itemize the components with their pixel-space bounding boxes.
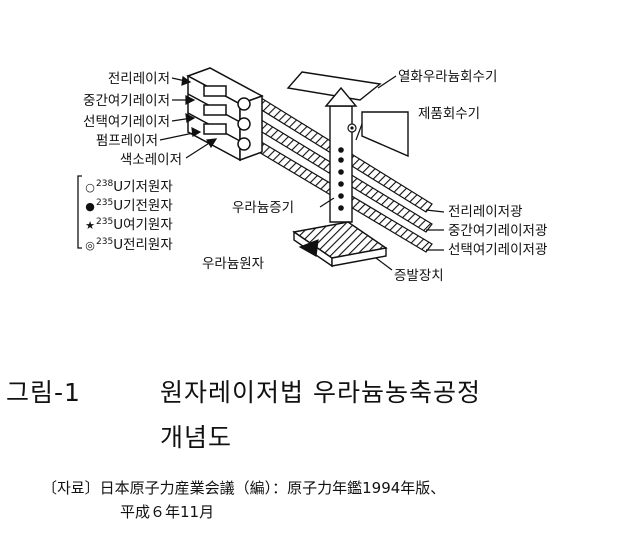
figure-title-continued: 개념도 [160, 423, 233, 452]
label-ionize-beam: 전리레이저광 [448, 204, 523, 220]
label-mid-excitation-beam: 중간여기레이저광 [448, 223, 548, 239]
figure-number: 그림-1 [6, 378, 81, 407]
bullseye-icon: ◎ [85, 239, 95, 252]
legend-item-235u-excited: ★235U여기원자 [85, 217, 173, 233]
label-mid-excitation-laser: 중간여기레이저 [83, 93, 170, 109]
label-dye-laser: 색소레이저 [119, 152, 182, 168]
legend-item-238u-ground: ○238U기저원자 [85, 179, 173, 195]
tail-collector-plate [286, 71, 382, 101]
left-leaders [159, 75, 218, 159]
legend-bracket [77, 175, 82, 249]
label-uranium-atom: 우라늄원자 [202, 256, 265, 272]
label-product-collector: 제품회수기 [418, 106, 481, 122]
label-select-excitation-beam: 선택여기레이저광 [448, 242, 548, 258]
source-citation-date: 平成６年11月 [120, 503, 215, 521]
label-ionize-laser: 전리레이저 [107, 71, 170, 87]
open-circle-icon: ○ [85, 181, 95, 194]
legend-item-235u-ionized: ◎235U전리원자 [85, 237, 173, 253]
vapor-column [324, 86, 358, 223]
figure-title: 원자레이저법 우라늄농축공정 [160, 378, 481, 407]
legend-item-235u-ground: ●235U기전원자 [85, 198, 173, 214]
label-evaporator: 증발장치 [394, 268, 444, 284]
enrichment-process-diagram [77, 67, 445, 271]
label-select-excitation-laser: 선택여기레이저 [83, 114, 170, 130]
laser-housing [186, 67, 264, 162]
label-uranium-vapor: 우라늄증기 [232, 200, 295, 216]
product-collector [361, 111, 409, 158]
right-leaders [298, 197, 445, 271]
filled-circle-icon: ● [85, 200, 95, 213]
label-tail-collector: 열화우라늄회수기 [398, 69, 498, 85]
star-icon: ★ [85, 219, 95, 232]
label-pump-laser: 펌프레이저 [95, 133, 158, 149]
source-citation: 〔자료〕日本原子力産業会議（編）：原子力年鑑1994年版、 [42, 479, 446, 497]
